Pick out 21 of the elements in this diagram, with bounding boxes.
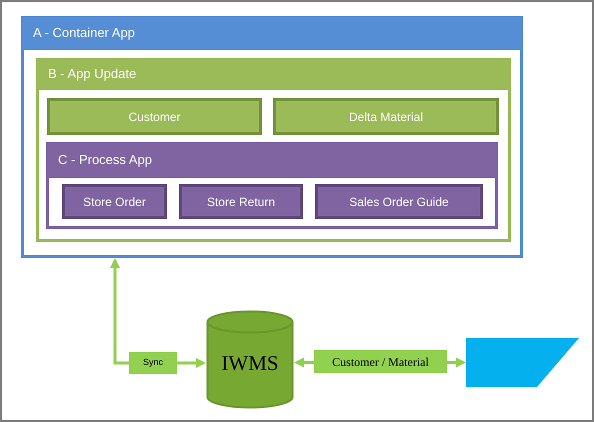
module-box — [62, 184, 167, 219]
container-title: A - Container App — [33, 25, 135, 41]
container-box — [36, 58, 511, 242]
container-title: B - App Update — [48, 66, 136, 82]
module-label: Delta Material — [348, 108, 424, 124]
module-label: Customer — [128, 108, 180, 124]
database-label: IWMS — [221, 351, 279, 375]
module-box — [47, 98, 262, 135]
edge-label: Customer / Material — [314, 350, 447, 373]
container-box — [46, 142, 498, 229]
database-cylinder — [206, 310, 294, 409]
module-box — [179, 184, 303, 219]
module-box — [315, 184, 483, 219]
container-box — [21, 16, 523, 258]
module-box — [273, 98, 499, 135]
trapezoid-shape — [466, 338, 579, 387]
module-label: Sales Order Guide — [349, 194, 449, 210]
module-label: Store Order — [83, 194, 146, 210]
module-label: Store Return — [206, 194, 276, 210]
edge-label: Sync — [129, 352, 177, 374]
container-title: C - Process App — [58, 152, 152, 168]
